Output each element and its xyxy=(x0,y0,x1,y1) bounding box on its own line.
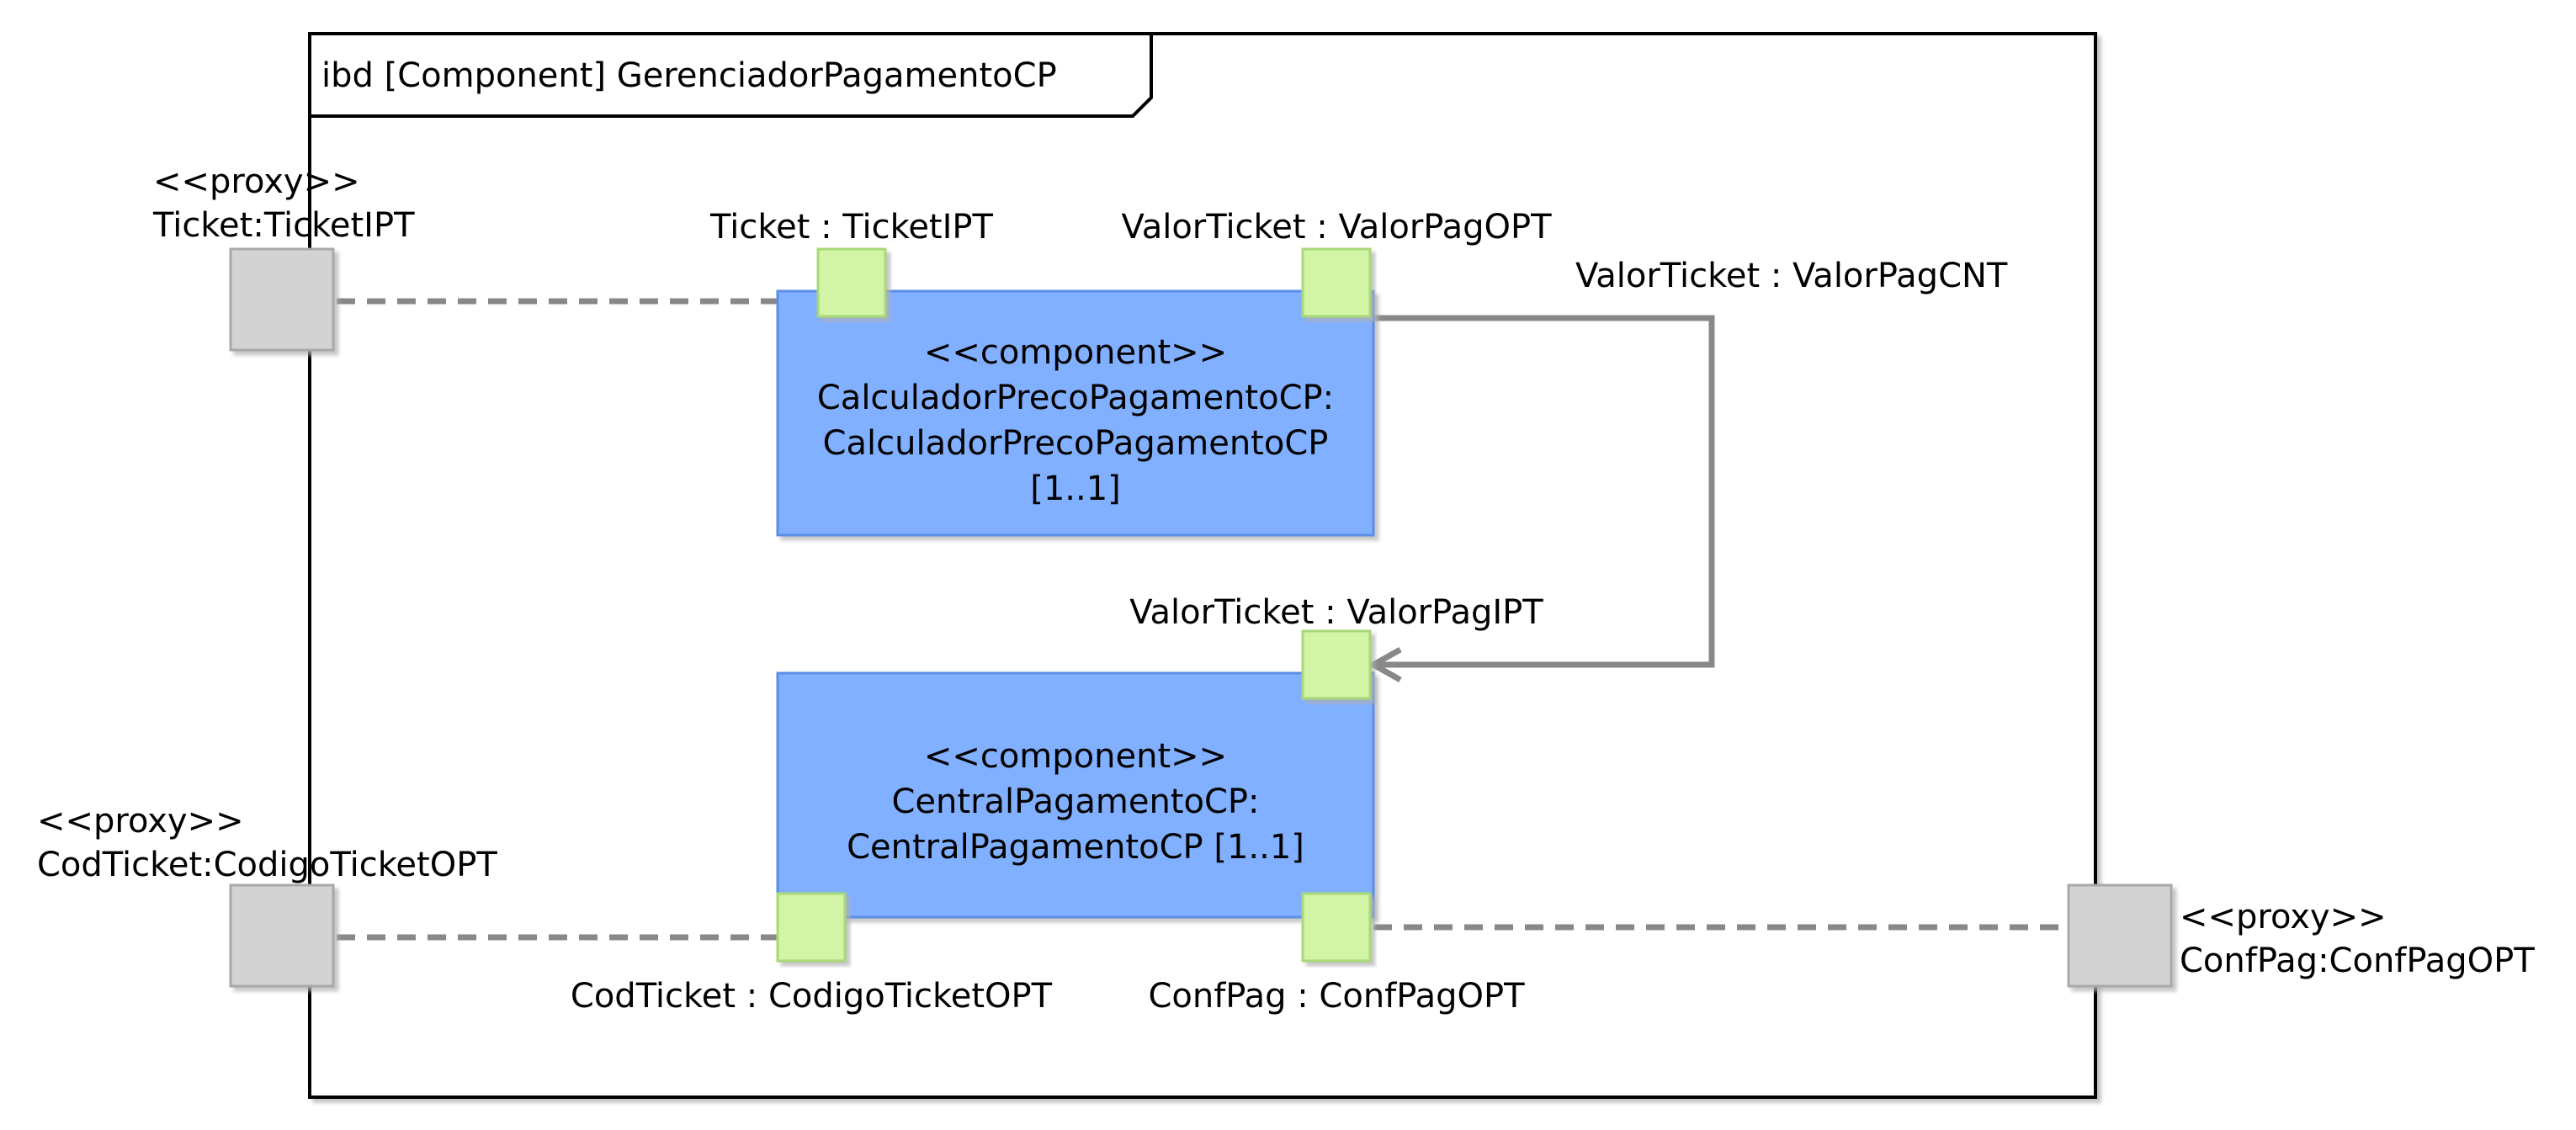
port-label-valor-out: ValorTicket : ValorPagOPT xyxy=(1121,208,1552,247)
component-calculador-text: <<component>> CalculadorPrecoPagamentoCP… xyxy=(778,330,1373,512)
port-label-confpag-out: ConfPag : ConfPagOPT xyxy=(1148,977,1525,1016)
proxy-port-ticket[interactable] xyxy=(229,247,335,352)
port-confpag-out[interactable] xyxy=(1301,892,1372,963)
proxy-name-codticket: CodTicket:CodigoTicketOPT xyxy=(37,846,497,884)
component-central-stereotype: <<component>> xyxy=(923,737,1228,776)
connector-arrowhead xyxy=(1367,646,1402,683)
port-label-valor-in: ValorTicket : ValorPagIPT xyxy=(1129,593,1543,632)
frame-title: ibd [Component] GerenciadorPagamentoCP xyxy=(321,56,1057,95)
component-central-type: CentralPagamentoCP [1..1] xyxy=(847,828,1304,867)
proxy-port-codticket[interactable] xyxy=(229,883,335,988)
component-calculador-multiplicity: [1..1] xyxy=(1030,470,1121,508)
port-label-codticket-out: CodTicket : CodigoTicketOPT xyxy=(570,977,1053,1016)
port-ticket-in[interactable] xyxy=(816,247,887,318)
component-central-name: CentralPagamentoCP: xyxy=(891,783,1260,821)
component-calculador-name: CalculadorPrecoPagamentoCP: xyxy=(816,379,1335,417)
diagram-frame xyxy=(308,32,2097,1099)
port-valor-in[interactable] xyxy=(1301,629,1372,700)
port-label-ticket-in: Ticket : TicketIPT xyxy=(710,208,993,247)
port-valor-out[interactable] xyxy=(1301,247,1372,318)
component-central[interactable] xyxy=(776,671,1375,919)
connector-valorticket xyxy=(1373,315,1715,668)
proxy-name-ticket: Ticket:TicketIPT xyxy=(153,206,415,245)
frame-title-tab xyxy=(310,34,1153,118)
proxy-stereotype-codticket: <<proxy>> xyxy=(37,802,244,841)
component-calculador-type: CalculadorPrecoPagamentoCP xyxy=(822,424,1329,463)
port-codticket-out[interactable] xyxy=(776,892,847,963)
component-calculador[interactable] xyxy=(776,289,1375,537)
component-calculador-stereotype: <<component>> xyxy=(923,333,1228,372)
proxy-stereotype-confpag: <<proxy>> xyxy=(2180,898,2387,936)
proxy-port-confpag[interactable] xyxy=(2067,883,2173,988)
connector-label-valorticket: ValorTicket : ValorPagCNT xyxy=(1575,257,2008,295)
proxy-stereotype-ticket: <<proxy>> xyxy=(153,162,360,201)
component-central-text: <<component>> CentralPagamentoCP: Centra… xyxy=(778,734,1373,870)
proxy-name-confpag: ConfPag:ConfPagOPT xyxy=(2180,942,2535,980)
